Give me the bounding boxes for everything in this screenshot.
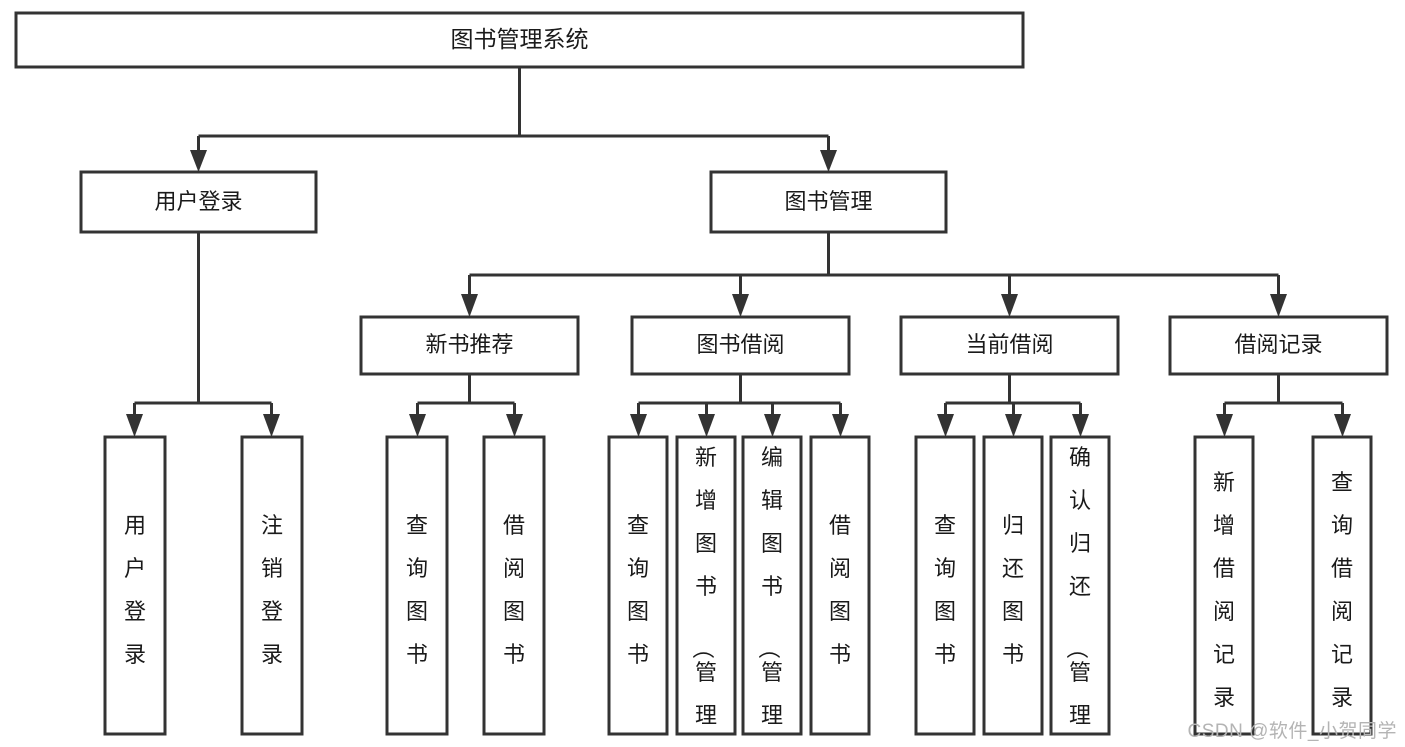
node-new-book-recommend-label: 新书推荐 <box>425 332 513 357</box>
leaf-node-user-login-box[interactable] <box>103 435 167 736</box>
arrow-head-icon <box>1072 414 1089 437</box>
node-current-borrow[interactable]: 当前借阅 <box>899 315 1120 376</box>
leaf-node-query-borrow-record-label: 查询借阅记录 <box>1331 470 1353 710</box>
leaf-node-query-book-borrow[interactable]: 查询图书 <box>607 435 669 736</box>
node-book-management-label: 图书管理 <box>784 189 872 214</box>
leaf-node-add-book-admin[interactable]: 新增图书（管理员） <box>675 435 737 747</box>
node-user-login[interactable]: 用户登录 <box>79 170 318 234</box>
leaf-node-edit-book-admin-box[interactable] <box>741 435 803 736</box>
arrow-head-icon <box>832 414 849 437</box>
node-book-borrow-label: 图书借阅 <box>696 332 784 357</box>
leaf-node-query-book-newbook[interactable]: 查询图书 <box>385 435 449 736</box>
leaf-node-return-book-box[interactable] <box>982 435 1044 736</box>
arrow-head-icon <box>1334 414 1351 437</box>
leaf-node-logout-box[interactable] <box>240 435 304 736</box>
leaf-node-return-book[interactable]: 归还图书 <box>982 435 1044 736</box>
leaf-node-user-login[interactable]: 用户登录 <box>103 435 167 736</box>
node-current-borrow-label: 当前借阅 <box>965 332 1053 357</box>
arrow-head-icon <box>764 414 781 437</box>
node-user-login-box[interactable] <box>79 170 318 234</box>
leaf-node-borrow-book-label: 借阅图书 <box>829 513 851 667</box>
leaf-node-borrow-book-newbook-box[interactable] <box>482 435 546 736</box>
leaf-node-logout-label: 注销登录 <box>261 513 283 667</box>
node-book-management[interactable]: 图书管理 <box>709 170 948 234</box>
arrow-head-icon <box>506 414 523 437</box>
leaf-node-add-borrow-record-label: 新增借阅记录 <box>1213 470 1235 710</box>
leaf-node-borrow-book-newbook[interactable]: 借阅图书 <box>482 435 546 736</box>
leaf-node-query-book-current[interactable]: 查询图书 <box>914 435 976 736</box>
leaf-node-confirm-return-admin[interactable]: 确认归还（管理员） <box>1049 435 1111 747</box>
node-borrow-record[interactable]: 借阅记录 <box>1168 315 1389 376</box>
arrow-head-icon <box>461 294 478 317</box>
leaf-node-query-book-newbook-label: 查询图书 <box>406 513 428 667</box>
leaf-node-borrow-book-newbook-label: 借阅图书 <box>503 513 525 667</box>
node-root[interactable]: 图书管理系统 <box>14 11 1025 69</box>
leaf-node-return-book-label: 归还图书 <box>1002 513 1024 667</box>
leaf-node-query-book-current-box[interactable] <box>914 435 976 736</box>
leaf-node-logout[interactable]: 注销登录 <box>240 435 304 736</box>
leaf-node-edit-book-admin[interactable]: 编辑图书（管理员） <box>741 435 803 747</box>
leaf-node-query-borrow-record[interactable]: 查询借阅记录 <box>1311 435 1373 736</box>
arrow-head-icon <box>126 414 143 437</box>
node-new-book-recommend[interactable]: 新书推荐 <box>359 315 580 376</box>
node-book-borrow-box[interactable] <box>630 315 851 376</box>
leaf-node-user-login-label: 用户登录 <box>124 513 146 667</box>
leaf-node-query-book-current-label: 查询图书 <box>934 513 956 667</box>
leaf-node-query-borrow-record-box[interactable] <box>1311 435 1373 736</box>
arrow-head-icon <box>937 414 954 437</box>
leaf-node-add-book-admin-box[interactable] <box>675 435 737 736</box>
node-borrow-record-label: 借阅记录 <box>1234 332 1322 357</box>
leaf-node-confirm-return-admin-label: 确认归还（管理员） <box>1064 445 1091 747</box>
node-current-borrow-box[interactable] <box>899 315 1120 376</box>
node-new-book-recommend-box[interactable] <box>359 315 580 376</box>
node-book-borrow[interactable]: 图书借阅 <box>630 315 851 376</box>
leaf-node-borrow-book-box[interactable] <box>809 435 871 736</box>
leaf-node-add-book-admin-label: 新增图书（管理员） <box>690 445 717 747</box>
connector-layer <box>126 67 1351 437</box>
arrow-head-icon <box>1270 294 1287 317</box>
leaf-node-query-book-newbook-box[interactable] <box>385 435 449 736</box>
arrow-head-icon <box>820 150 837 172</box>
node-user-login-label: 用户登录 <box>154 189 242 214</box>
arrow-head-icon <box>1005 414 1022 437</box>
arrow-head-icon <box>732 294 749 317</box>
arrow-head-icon <box>630 414 647 437</box>
arrow-head-icon <box>190 150 207 172</box>
node-borrow-record-box[interactable] <box>1168 315 1389 376</box>
leaf-node-add-borrow-record-box[interactable] <box>1193 435 1255 736</box>
node-book-management-box[interactable] <box>709 170 948 234</box>
leaf-node-query-book-borrow-label: 查询图书 <box>627 513 649 667</box>
arrow-head-icon <box>263 414 280 437</box>
leaf-node-query-book-borrow-box[interactable] <box>607 435 669 736</box>
leaf-node-borrow-book[interactable]: 借阅图书 <box>809 435 871 736</box>
arrow-head-icon <box>1001 294 1018 317</box>
leaf-node-confirm-return-admin-box[interactable] <box>1049 435 1111 736</box>
leaf-node-add-borrow-record[interactable]: 新增借阅记录 <box>1193 435 1255 736</box>
arrow-head-icon <box>698 414 715 437</box>
node-root-box[interactable] <box>14 11 1025 69</box>
node-root-label: 图书管理系统 <box>451 26 589 52</box>
arrow-head-icon <box>409 414 426 437</box>
arrow-head-icon <box>1216 414 1233 437</box>
